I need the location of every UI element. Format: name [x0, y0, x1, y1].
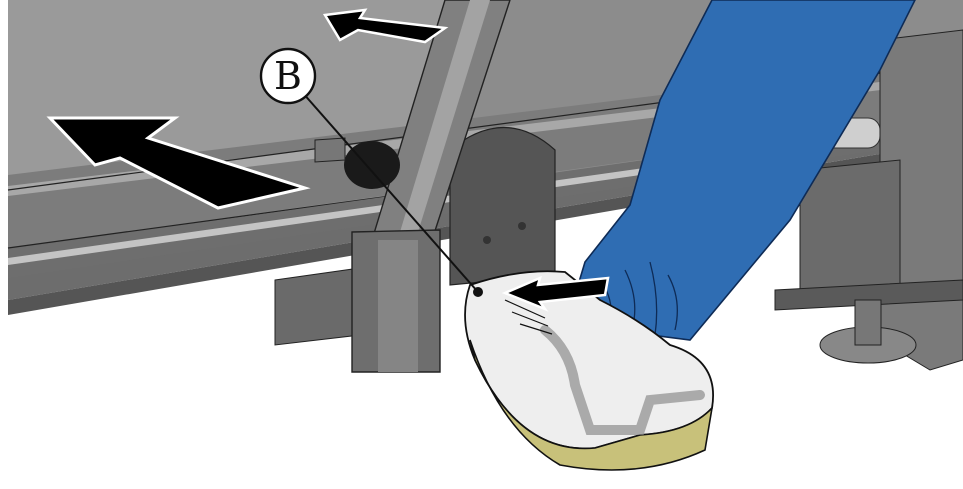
- left-bracket: [275, 268, 360, 345]
- callout-target-dot: [473, 287, 483, 297]
- pedal-plate: [450, 128, 555, 286]
- pedal-post: [352, 230, 440, 372]
- callout-circle: [261, 49, 315, 103]
